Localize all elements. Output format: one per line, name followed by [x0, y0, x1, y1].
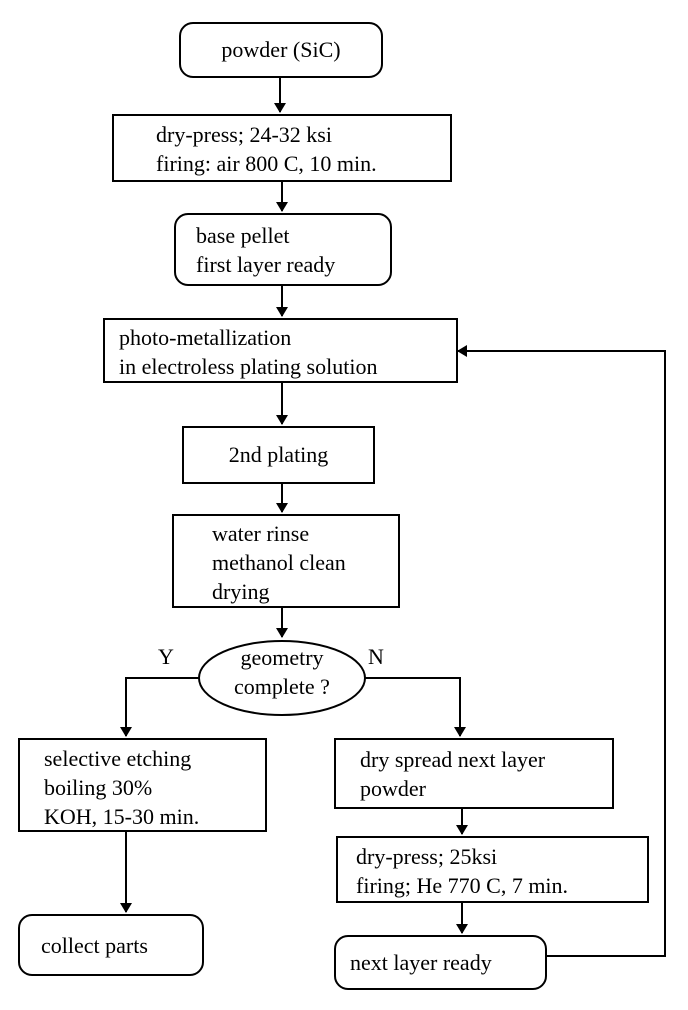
node-decision-line-2: complete ? [234, 674, 330, 699]
arrow-decision-no-to-spread [365, 677, 466, 737]
node-spread-line-1: dry spread next layer [360, 747, 546, 772]
node-second-plating: 2nd plating [182, 426, 375, 484]
node-base-pellet-line-1: base pellet [196, 223, 290, 248]
node-etching-line-2: boiling 30% [44, 775, 153, 800]
arrow-next-layer-loop-back [457, 345, 666, 957]
node-decision-line-1: geometry [240, 645, 324, 670]
node-base-pellet-line-2: first layer ready [196, 252, 336, 277]
node-dry-press-1-line-1: dry-press; 24-32 ksi [156, 122, 332, 147]
node-rinse-line-2: methanol clean [212, 550, 346, 575]
arrow-decision-yes-to-etching [120, 677, 199, 737]
node-spread-line-2: powder [360, 776, 426, 801]
node-spread: dry spread next layer powder [334, 738, 614, 809]
branch-label-yes: Y [158, 644, 174, 669]
node-base-pellet: base pellet first layer ready [174, 213, 392, 286]
node-rinse-line-3: drying [212, 579, 270, 604]
node-second-plating-line-1: 2nd plating [228, 442, 329, 467]
node-powder: powder (SiC) [179, 22, 383, 78]
node-rinse: water rinse methanol clean drying [172, 514, 400, 608]
node-rinse-line-1: water rinse [212, 521, 310, 546]
node-etching: selective etching boiling 30% KOH, 15-30… [18, 738, 267, 832]
node-collect-parts: collect parts [18, 914, 204, 976]
node-dry-press-2: dry-press; 25ksi firing; He 770 C, 7 min… [336, 836, 649, 903]
node-decision: geometry complete ? [199, 643, 365, 701]
node-collect-parts-line-1: collect parts [41, 933, 148, 958]
node-photo-metallization-line-2: in electroless plating solution [119, 354, 378, 379]
node-next-layer-ready: next layer ready [334, 935, 547, 990]
node-dry-press-1-line-2: firing: air 800 C, 10 min. [156, 151, 377, 176]
node-etching-line-1: selective etching [44, 746, 192, 771]
node-dry-press-2-line-2: firing; He 770 C, 7 min. [356, 873, 569, 898]
node-dry-press-2-line-1: dry-press; 25ksi [356, 844, 498, 869]
node-next-layer-ready-line-1: next layer ready [350, 950, 492, 975]
decision-node-shape [198, 640, 366, 716]
node-dry-press-1: dry-press; 24-32 ksi firing: air 800 C, … [112, 114, 452, 182]
node-photo-metallization-line-1: photo-metallization [119, 325, 292, 350]
node-powder-line-1: powder (SiC) [221, 37, 341, 62]
branch-label-no: N [368, 644, 384, 669]
node-etching-line-3: KOH, 15-30 min. [44, 804, 200, 829]
node-photo-metallization: photo-metallization in electroless plati… [103, 318, 458, 383]
